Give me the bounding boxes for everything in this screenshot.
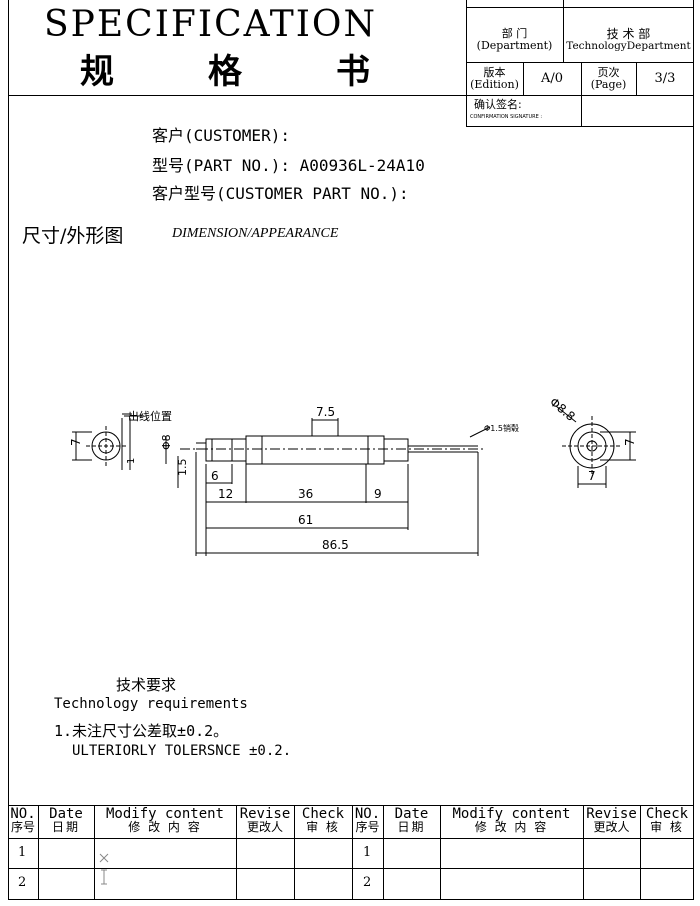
table-row-left-2: 2 <box>18 875 27 890</box>
title-char-3: 书 <box>336 52 370 92</box>
title-chinese: 规 格 书 <box>80 44 370 93</box>
header-box-left-lower <box>466 62 467 126</box>
table-row-left-1: 1 <box>18 845 27 860</box>
dim-86-5: 86.5 <box>322 538 349 552</box>
edition-label-cn: 版本 <box>483 65 506 79</box>
table-row-right-1: 1 <box>363 845 372 860</box>
part-number-line: 型号(PART NO.): A00936L-24A10 <box>152 156 425 175</box>
left-end-view <box>72 413 132 470</box>
dim-7-5: 7.5 <box>316 405 335 419</box>
customer-line: 客户(CUSTOMER): <box>152 126 290 145</box>
table-header-no-right: NO.序号 <box>354 806 381 834</box>
table-col-line-4 <box>294 805 295 900</box>
main-body-view <box>180 418 484 465</box>
edition-label: 版本 (Edition) <box>466 64 523 94</box>
dim-9: 9 <box>374 487 382 501</box>
dim-1: 1 <box>126 458 137 464</box>
table-row-line <box>8 868 694 869</box>
dim-7-left: 7 <box>69 438 83 446</box>
header-divider-4 <box>636 62 637 95</box>
table-col-line-8 <box>583 805 584 900</box>
table-col-line-5 <box>352 805 353 900</box>
title-char-2: 格 <box>208 52 242 92</box>
edition-label-en: (Edition) <box>470 78 519 91</box>
dim-61: 61 <box>298 513 313 527</box>
right-end-view <box>555 405 636 488</box>
table-col-line-9 <box>640 805 641 900</box>
header-divider-1 <box>563 0 564 62</box>
dim-1-5: 1.5 <box>176 459 189 477</box>
confirm-signature-label-cn: 确认签名: <box>474 98 522 111</box>
dim-12: 12 <box>218 487 233 501</box>
dim-7-right-vertical: 7 <box>623 438 637 446</box>
requirement-item-1-cn: 1.未注尺寸公差取±0.2。 <box>54 722 229 740</box>
table-col-line-3 <box>236 805 237 900</box>
table-header-no-left: NO.序号 <box>10 806 36 834</box>
customer-part-number-line: 客户型号(CUSTOMER PART NO.): <box>152 184 409 203</box>
page-label: 页次 (Page) <box>581 64 636 94</box>
header-top-line <box>466 7 694 8</box>
page-frame <box>8 0 694 900</box>
requirement-item-1-en: ULTERIORLY TOLERSNCE ±0.2. <box>72 743 292 759</box>
table-header-line <box>8 838 694 839</box>
header-sign-line <box>466 126 694 127</box>
section-title-en: DIMENSION/APPEARANCE <box>172 226 339 241</box>
edition-value: A/0 <box>540 70 564 86</box>
confirm-signature-label-en: CONFIRMATION SIGNATURE : <box>470 114 543 120</box>
department-label-cn: 部 门 <box>501 26 528 40</box>
text-cursor-icon <box>99 853 109 885</box>
header-divider-2 <box>523 62 524 95</box>
page-label-cn: 页次 <box>597 65 620 79</box>
requirements-title-en: Technology requirements <box>54 696 248 712</box>
department-value-en: TechnologyDepartment <box>566 39 691 52</box>
title-english: SPECIFICATION <box>44 4 377 45</box>
table-col-line-6 <box>383 805 384 900</box>
table-col-line-1 <box>38 805 39 900</box>
header-mid-line <box>466 62 694 63</box>
department-label: 部 门 (Department) <box>466 20 563 60</box>
dim-phi8: Φ8 <box>160 434 173 450</box>
dimension-lines <box>124 415 491 556</box>
title-char-1: 规 <box>80 52 114 92</box>
dim-36: 36 <box>298 487 313 501</box>
requirements-title-cn: 技术要求 <box>116 676 177 694</box>
department-value: 技 术 部 TechnologyDepartment <box>563 20 694 60</box>
header-divider-3 <box>581 62 582 126</box>
page-value: 3/3 <box>654 70 676 86</box>
shaft-label: Φ1.5销毂 <box>484 423 519 433</box>
table-row-right-2: 2 <box>363 875 372 890</box>
lead-position-label: 出线位置 <box>128 409 172 423</box>
page-label-en: (Page) <box>590 78 627 91</box>
table-col-line-7 <box>440 805 441 900</box>
table-top-line <box>8 805 694 806</box>
dimension-drawing: 出线位置 Φ1.5销毂 7 1 Φ8 1.5 7.5 6 12 36 9 61 … <box>69 395 637 556</box>
header-bottom-line <box>8 95 694 96</box>
dim-6: 6 <box>211 469 219 483</box>
table-col-line-2 <box>94 805 95 900</box>
department-value-cn: 技 术 部 <box>606 26 651 41</box>
dim-7-right-horizontal: 7 <box>588 469 596 483</box>
section-title-cn: 尺寸/外形图 <box>22 225 124 247</box>
department-label-en: (Department) <box>476 39 553 52</box>
